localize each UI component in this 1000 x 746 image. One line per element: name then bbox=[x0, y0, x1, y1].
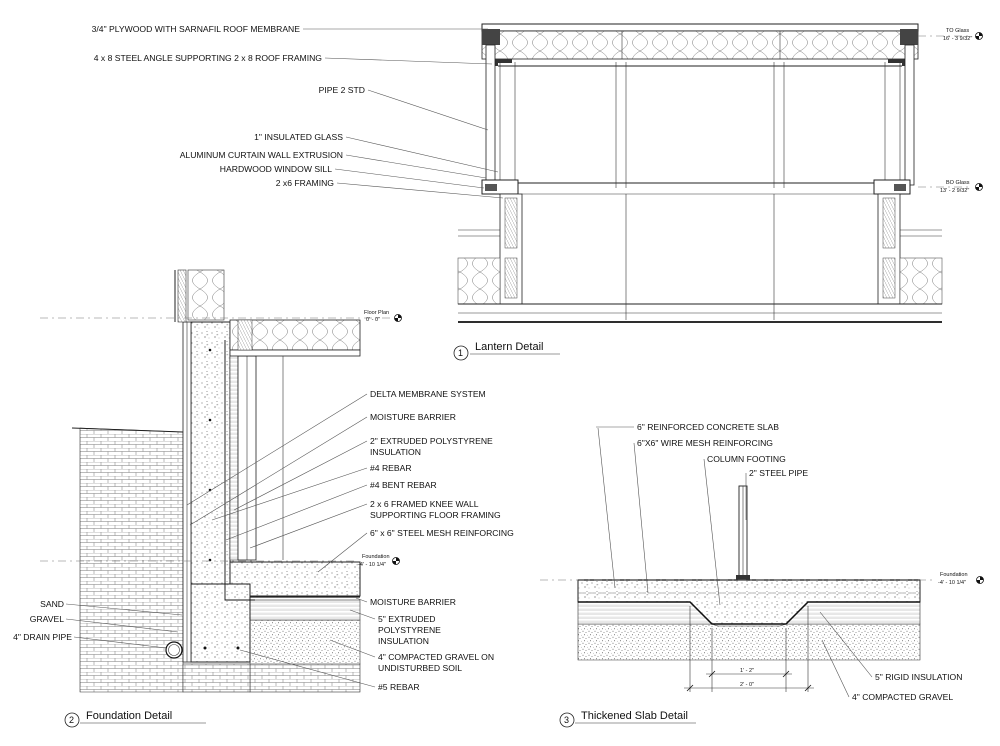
lantern-detail: TO Glass 16' - 3 9/32" BO Glass 13' - 2 … bbox=[92, 23, 983, 361]
label-framing: 2 x6 FRAMING bbox=[276, 178, 335, 188]
slab-labels: 6" REINFORCED CONCRETE SLAB 6"X6" WIRE M… bbox=[596, 422, 962, 702]
svg-text:#4 REBAR: #4 REBAR bbox=[370, 463, 412, 473]
elev-marker-bottom: BO Glass 13' - 2 9/32" bbox=[918, 180, 983, 194]
title-slab: 3 Thickened Slab Detail bbox=[559, 710, 696, 728]
label-steel-angle: 4 x 8 STEEL ANGLE SUPPORTING 2 x 8 ROOF … bbox=[94, 53, 323, 63]
foundation-detail: Floor Plan 0' - 0" Foundation -4' - 10 1… bbox=[13, 269, 514, 728]
svg-text:Foundation: Foundation bbox=[362, 554, 390, 560]
svg-text:Lantern Detail: Lantern Detail bbox=[475, 341, 544, 353]
slab-insulation bbox=[249, 599, 361, 621]
svg-text:Foundation Detail: Foundation Detail bbox=[86, 710, 172, 722]
svg-text:-4' - 10 1/4": -4' - 10 1/4" bbox=[938, 580, 966, 586]
roof-edge-right bbox=[900, 29, 918, 45]
slab-detail: Foundation -4' - 10 1/4" 1' - 2" 2' - 0"… bbox=[540, 422, 984, 728]
roof-insulation bbox=[481, 30, 919, 60]
svg-text:Foundation: Foundation bbox=[940, 572, 968, 578]
svg-text:UNDISTURBED SOIL: UNDISTURBED SOIL bbox=[378, 663, 462, 673]
svg-text:INSULATION: INSULATION bbox=[378, 636, 429, 646]
elev-marker-top: TO Glass 16' - 3 9/32" bbox=[918, 28, 983, 42]
svg-text:Floor Plan: Floor Plan bbox=[364, 310, 389, 316]
elev-marker-foundation: Foundation -4' - 10 1/4" bbox=[40, 554, 400, 568]
svg-text:COLUMN FOOTING: COLUMN FOOTING bbox=[707, 454, 786, 464]
svg-text:16' - 3 9/32": 16' - 3 9/32" bbox=[943, 36, 972, 42]
foundation-labels-right: DELTA MEMBRANE SYSTEM MOISTURE BARRIER 2… bbox=[186, 389, 514, 692]
svg-text:13' - 2 9/32": 13' - 2 9/32" bbox=[940, 188, 969, 194]
foundation-labels-left: SAND GRAVEL 4" DRAIN PIPE bbox=[13, 599, 183, 649]
svg-text:TO Glass: TO Glass bbox=[946, 28, 969, 34]
svg-text:MOISTURE BARRIER: MOISTURE BARRIER bbox=[370, 412, 456, 422]
svg-text:4" DRAIN PIPE: 4" DRAIN PIPE bbox=[13, 632, 72, 642]
svg-text:INSULATION: INSULATION bbox=[370, 447, 421, 457]
slab-dimensions: 1' - 2" 2' - 0" bbox=[684, 606, 814, 692]
svg-text:GRAVEL: GRAVEL bbox=[30, 614, 64, 624]
svg-text:SAND: SAND bbox=[40, 599, 64, 609]
svg-text:6" x 6" STEEL MESH REINFORCING: 6" x 6" STEEL MESH REINFORCING bbox=[370, 528, 514, 538]
svg-text:5" EXTRUDED: 5" EXTRUDED bbox=[378, 614, 436, 624]
title-foundation: 2 Foundation Detail bbox=[64, 710, 206, 728]
svg-text:2 x 6 FRAMED KNEE WALL: 2 x 6 FRAMED KNEE WALL bbox=[370, 499, 479, 509]
svg-text:2" STEEL PIPE: 2" STEEL PIPE bbox=[749, 468, 808, 478]
label-pipe: PIPE 2 STD bbox=[319, 85, 365, 95]
svg-text:4" COMPACTED GRAVEL: 4" COMPACTED GRAVEL bbox=[852, 692, 953, 702]
svg-text:#5 REBAR: #5 REBAR bbox=[378, 682, 420, 692]
compacted-gravel bbox=[249, 619, 361, 665]
svg-text:6"X6" WIRE MESH REINFORCING: 6"X6" WIRE MESH REINFORCING bbox=[637, 438, 773, 448]
slab-gravel bbox=[577, 623, 921, 661]
roof-plywood bbox=[481, 23, 919, 32]
svg-text:DELTA MEMBRANE SYSTEM: DELTA MEMBRANE SYSTEM bbox=[370, 389, 486, 399]
svg-text:2' - 0": 2' - 0" bbox=[740, 682, 754, 688]
roof-edge-left bbox=[482, 29, 500, 45]
right-post bbox=[904, 44, 915, 186]
svg-text:MOISTURE BARRIER: MOISTURE BARRIER bbox=[370, 597, 456, 607]
svg-text:5" RIGID INSULATION: 5" RIGID INSULATION bbox=[875, 672, 962, 682]
title-lantern: 1 Lantern Detail bbox=[453, 341, 560, 361]
svg-text:2: 2 bbox=[69, 715, 74, 725]
svg-text:4" COMPACTED GRAVEL ON: 4" COMPACTED GRAVEL ON bbox=[378, 652, 494, 662]
svg-text:Thickened Slab Detail: Thickened Slab Detail bbox=[581, 710, 688, 722]
svg-text:3: 3 bbox=[564, 715, 569, 725]
footing bbox=[190, 583, 251, 663]
label-plywood: 3/4" PLYWOOD WITH SARNAFIL ROOF MEMBRANE bbox=[92, 24, 301, 34]
elev-marker-floor: Floor Plan 0' - 0" bbox=[40, 310, 402, 323]
svg-text:0' - 0": 0' - 0" bbox=[366, 317, 380, 323]
label-curtain-wall: ALUMINUM CURTAIN WALL EXTRUSION bbox=[180, 150, 343, 160]
svg-text:#4 BENT REBAR: #4 BENT REBAR bbox=[370, 480, 437, 490]
svg-text:1' - 2": 1' - 2" bbox=[740, 668, 754, 674]
svg-text:2" EXTRUDED POLYSTYRENE: 2" EXTRUDED POLYSTYRENE bbox=[370, 436, 493, 446]
svg-text:-4' - 10 1/4": -4' - 10 1/4" bbox=[358, 562, 386, 568]
elev-marker-slab: Foundation -4' - 10 1/4" bbox=[540, 572, 984, 586]
svg-text:1: 1 bbox=[458, 348, 463, 358]
label-window-sill: HARDWOOD WINDOW SILL bbox=[220, 164, 332, 174]
svg-text:6" REINFORCED CONCRETE SLAB: 6" REINFORCED CONCRETE SLAB bbox=[637, 422, 779, 432]
label-insulated-glass: 1" INSULATED GLASS bbox=[254, 132, 343, 142]
svg-text:SUPPORTING FLOOR FRAMING: SUPPORTING FLOOR FRAMING bbox=[370, 510, 501, 520]
svg-text:BO Glass: BO Glass bbox=[946, 180, 970, 186]
left-post bbox=[485, 44, 496, 186]
svg-text:POLYSTYRENE: POLYSTYRENE bbox=[378, 625, 441, 635]
